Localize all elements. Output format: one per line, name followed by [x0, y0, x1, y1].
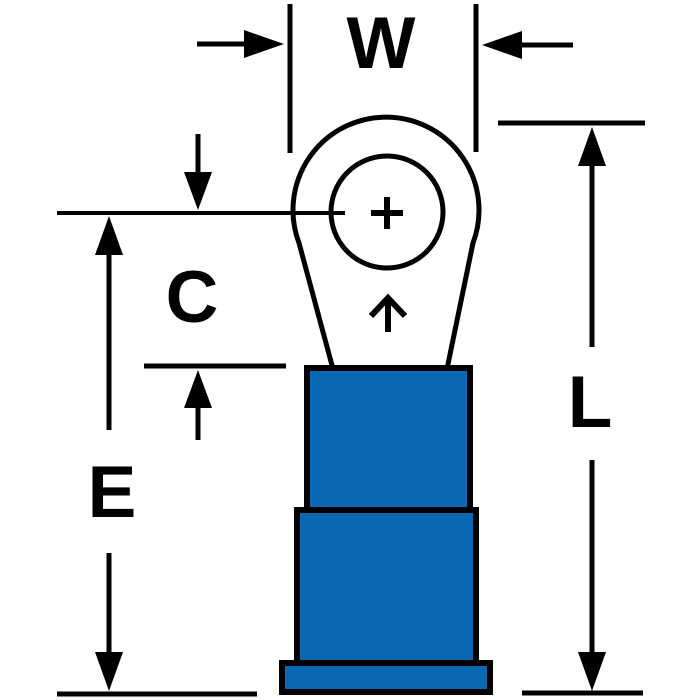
w-arrowhead-left [244, 30, 284, 58]
barrel-bottom-flange [279, 660, 493, 695]
label-c: C [166, 257, 219, 338]
line-work: W C E L [57, 3, 645, 697]
wire-entry-arrow-head [368, 293, 408, 319]
dimension-arrowheads [95, 30, 606, 691]
e-arrowhead-down [95, 652, 123, 691]
label-w: W [347, 3, 416, 84]
insulation-barrel [279, 365, 493, 695]
w-arrowhead-right [482, 31, 522, 59]
barrel-lower-section [294, 507, 479, 666]
hole-center-mark-icon [371, 197, 403, 229]
e-arrowhead-up [95, 216, 123, 255]
c-arrowhead-down [184, 172, 212, 210]
c-arrowhead-up [184, 370, 212, 408]
label-e: E [88, 452, 137, 533]
l-arrowhead-down [578, 652, 606, 691]
label-l: L [568, 362, 613, 443]
wire-entry-arrow-icon [368, 293, 408, 332]
l-arrowhead-up [578, 127, 606, 166]
barrel-upper-section [304, 365, 473, 513]
dimension-labels: W C E L [88, 3, 613, 533]
